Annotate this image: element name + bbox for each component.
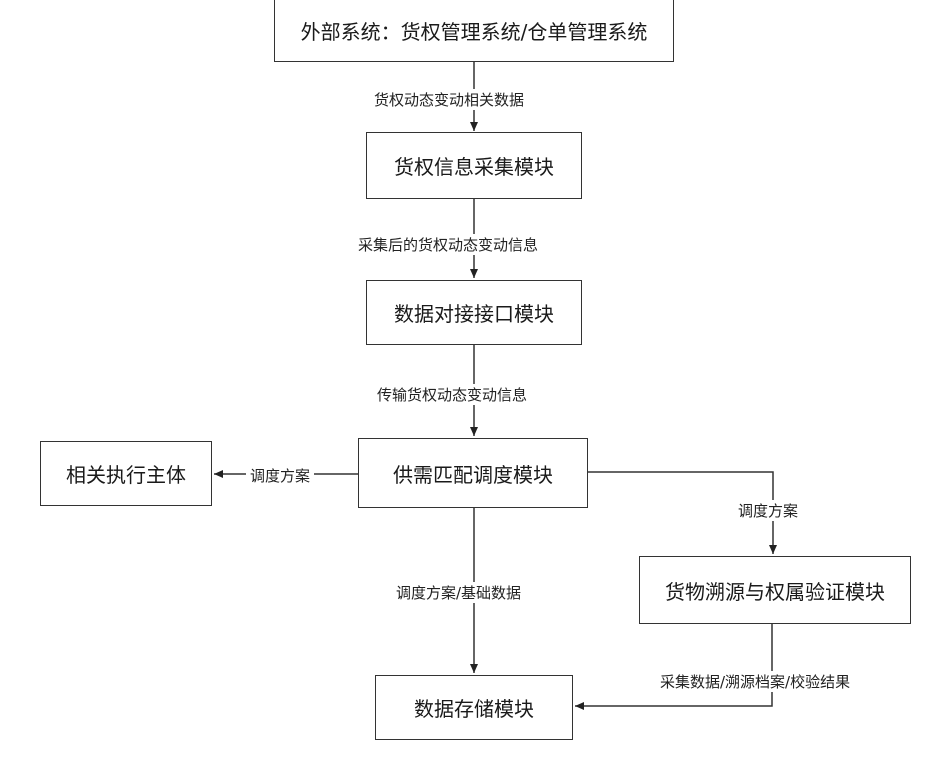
label-match-to-storage: 调度方案/基础数据 — [394, 582, 523, 603]
trace-module-box: 货物溯源与权属验证模块 — [639, 556, 911, 624]
edge-trace-to-storage — [575, 624, 772, 706]
storage-module-box: 数据存储模块 — [375, 675, 573, 740]
matching-module-box: 供需匹配调度模块 — [358, 438, 588, 508]
label-trace-to-storage: 采集数据/溯源档案/校验结果 — [658, 671, 852, 692]
external-system-box: 外部系统：货权管理系统/仓单管理系统 — [274, 0, 674, 62]
label-match-to-trace: 调度方案 — [736, 500, 800, 521]
label-iface-to-match: 传输货权动态变动信息 — [375, 384, 529, 405]
label-match-to-exec: 调度方案 — [246, 465, 314, 486]
interface-module-box: 数据对接接口模块 — [366, 280, 582, 345]
label-collect-to-iface: 采集后的货权动态变动信息 — [356, 234, 540, 255]
label-ext-to-collect: 货权动态变动相关数据 — [372, 89, 526, 110]
executor-box: 相关执行主体 — [40, 441, 212, 506]
collection-module-box: 货权信息采集模块 — [366, 132, 582, 199]
